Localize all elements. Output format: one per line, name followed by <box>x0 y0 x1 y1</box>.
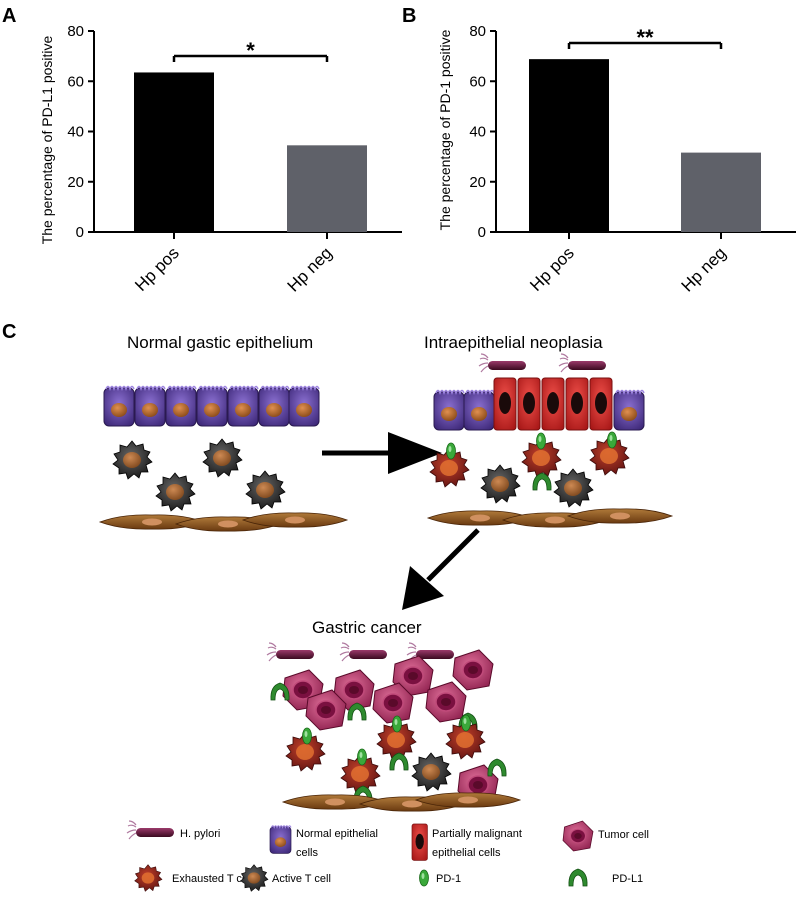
panel-letter-a: A <box>2 5 16 27</box>
chartB-xtick-label-0: Hp pos <box>526 243 578 295</box>
chart-a-ylabel: The percentage of PD-L1 positive <box>39 36 55 245</box>
chartA-ytick-label-0: 0 <box>76 224 84 241</box>
legend-tumor-label: Tumor cell <box>598 829 649 841</box>
chartA-xtick-label-0: Hp pos <box>131 243 183 295</box>
chartB-ytick-label-0: 0 <box>478 224 486 241</box>
panel-letter-c: C <box>2 321 16 343</box>
chartB-ytick-label-4: 80 <box>469 23 486 40</box>
legend-exhausted-label: Exhausted T cell <box>172 873 253 885</box>
chartA-ytick-label-2: 40 <box>67 124 84 141</box>
chartB-bar-0 <box>529 59 609 232</box>
legend-partial-label-1: Partially malignant <box>432 828 522 840</box>
legend-hpylori: H. pylori <box>126 820 220 840</box>
stage-title-neoplasia: Intraepithelial neoplasia <box>424 333 603 352</box>
chartA-xtick-label-1: Hp neg <box>284 243 336 295</box>
fibroblasts-normal <box>99 512 348 532</box>
legend-pdl1-label: PD-L1 <box>612 873 643 885</box>
chart-a: The percentage of PD-L1 positive 0 20 40 60… <box>39 23 402 296</box>
legend-normal-label-2: cells <box>296 847 319 859</box>
stage-title-cancer: Gastric cancer <box>312 618 422 637</box>
fibroblasts-neoplasia <box>427 508 673 528</box>
panel-letter-b: B <box>402 5 416 27</box>
chart-b-ylabel: The percentage of PD-1 positive <box>437 29 453 230</box>
legend-active: Active T cell <box>240 864 331 892</box>
legend-hpylori-label: H. pylori <box>180 828 220 840</box>
fibroblasts-cancer <box>282 792 521 812</box>
chartB-ytick-label-3: 60 <box>469 73 486 90</box>
t-cells-neoplasia <box>429 431 630 508</box>
chartB-xtick-label-1: Hp neg <box>678 243 730 295</box>
legend-exhausted: Exhausted T cell <box>134 864 253 892</box>
progression-arrow-2 <box>402 528 480 610</box>
chartA-bar-1 <box>287 145 367 232</box>
h-pylori-cancer <box>266 642 455 662</box>
legend-active-label: Active T cell <box>272 873 331 885</box>
pathway-diagram: Normal gastic epithelium Intraepithelial… <box>99 333 673 892</box>
chartB-ytick-label-1: 20 <box>469 174 486 191</box>
legend-pd1-label: PD-1 <box>436 873 461 885</box>
chartB-ytick-label-2: 40 <box>469 124 486 141</box>
legend-tumor: Tumor cell <box>562 820 649 852</box>
legend-partial: Partially malignant epithelial cells <box>411 823 522 861</box>
stage-title-normal: Normal gastic epithelium <box>127 333 313 352</box>
chartA-ytick-label-3: 60 <box>67 73 84 90</box>
legend-normal-label-1: Normal epithelial <box>296 828 378 840</box>
neoplasia-epithelium-layer <box>433 377 645 431</box>
chart-b: The percentage of PD-1 positive 0 20 40 60 8… <box>437 23 796 296</box>
legend-normal: Normal epithelial cells <box>269 825 378 859</box>
active-t-cells-normal <box>112 438 286 512</box>
legend-partial-label-2: epithelial cells <box>432 847 501 859</box>
chartA-bar-0 <box>134 72 214 232</box>
chartB-bar-1 <box>681 152 761 232</box>
progression-arrow-1 <box>322 432 442 474</box>
legend-pdl1: PD-L1 <box>568 868 643 887</box>
chartA-ytick-label-1: 20 <box>67 174 84 191</box>
chartA-sig-label: * <box>246 38 255 63</box>
h-pylori-neoplasia <box>478 353 607 373</box>
legend: H. pylori Normal epithelial cells Partia… <box>126 820 649 892</box>
chartB-sig-label: ** <box>636 25 654 50</box>
normal-epithelium-layer <box>103 385 320 427</box>
legend-pd1: PD-1 <box>419 869 461 887</box>
chartA-ytick-label-4: 80 <box>67 23 84 40</box>
